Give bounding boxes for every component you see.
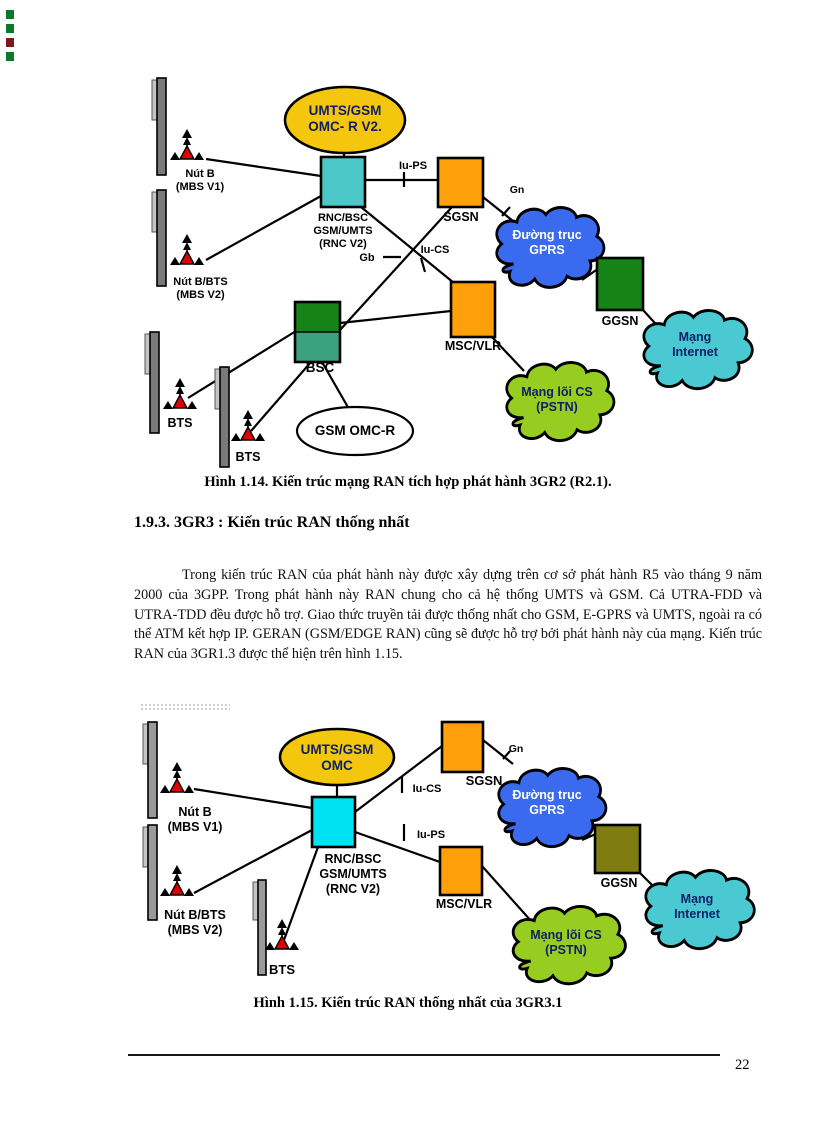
fig1-rnc-label: RNC/BSC GSM/UMTS (RNC V2) [313,212,373,250]
section-heading: 1.9.3. 3GR3 : Kiến trúc RAN thống nhất [134,514,410,531]
fig2-omc-ellipse-label: UMTS/GSM OMC [300,742,374,773]
fig2-iu-cs-label: Iu-CS [412,783,442,795]
antenna-icon [162,377,198,410]
figure-2-caption: Hình 1.15. Kiến trúc RAN thống nhất của … [253,995,563,1011]
fig1-nodeb1-label: Nút B (MBS V1) [175,168,225,193]
msc-box [438,845,484,897]
fig2-gn-label: Gn [508,743,524,755]
fig2-nodeb1-label: Nút B (MBS V1) [167,805,223,834]
fig2-gprs-cloud-label: Đường trục GPRS [512,788,582,817]
figure-1-caption: Hình 1.14. Kiến trúc mạng RAN tích hợp p… [204,474,612,490]
fig1-gprs-cloud-label: Đường trục GPRS [512,228,582,257]
fig1-msc-label: MSC/VLR [444,339,502,353]
fig2-nodeb2-label: Nút B/BTS (MBS V2) [164,908,226,937]
fig2-masts [142,721,267,976]
fig1-bsc-label: BSC [305,360,335,375]
antenna-icon [230,409,266,442]
fig2-rnc-label: RNC/BSC GSM/UMTS (RNC V2) [319,852,387,896]
figure-2-diagram [142,720,756,986]
antenna-icon [159,761,195,794]
figure-1-diagram [144,77,754,468]
body-paragraph: Trong kiến trúc RAN của phát hành này đư… [134,567,762,663]
fig1-bts-a-label: BTS [167,416,193,430]
ggsn-box [593,823,642,875]
ggsn-box [595,256,645,312]
fig1-iu-ps-label: Iu-PS [398,160,428,172]
fig2-iu-ps-label: Iu-PS [416,829,446,841]
page-number: 22 [735,1057,750,1073]
scan-artifact [6,52,14,61]
antenna-icon [169,128,205,161]
omc-ellipse-shape [283,85,407,155]
fig1-bts-b-label: BTS [235,450,261,464]
sgsn-box [436,156,485,209]
fig2-internet-cloud-label: Mạng Internet [674,892,720,921]
rnc-box [310,795,357,849]
gsm-omc-ellipse-shape [295,405,415,457]
msc-box [449,280,497,339]
scan-artifact [6,38,14,47]
antenna-icon [169,233,205,266]
omc-ellipse-shape [278,727,396,787]
fig1-ggsn-label: GGSN [601,314,639,328]
scan-artifact [140,703,230,712]
scan-artifact [6,10,14,19]
fig2-msc-label: MSC/VLR [435,897,493,911]
fig2-sgsn-label: SGSN [465,773,503,788]
fig2-cs-cloud-label: Mạng lõi CS (PSTN) [530,928,602,957]
scan-artifact [6,24,14,33]
bsc-box-bottom [295,332,340,362]
fig2-ggsn-label: GGSN [600,876,638,890]
antenna-icon [159,864,195,897]
fig1-gsm-omc-label: GSM OMC-R [314,423,396,438]
fig2-bts-label: BTS [269,962,295,977]
fig1-iu-cs-label: Iu-CS [420,244,450,256]
antenna-icon [264,918,300,951]
rnc-box [319,155,367,209]
fig1-internet-cloud-label: Mạng Internet [672,330,718,359]
footer-divider [128,1054,720,1056]
fig1-nodeb2-label: Nút B/BTS (MBS V2) [173,276,228,301]
fig2-connection-lines [193,739,664,941]
fig1-masts [144,77,230,468]
sgsn-box [440,720,485,774]
bsc-box-top [295,302,340,333]
fig1-gn-label: Gn [509,184,525,196]
fig1-sgsn-label: SGSN [443,210,479,224]
fig1-gb-label: Gb [359,252,375,264]
fig1-cs-cloud-label: Mạng lõi CS (PSTN) [521,385,593,414]
fig1-omc-ellipse-label: UMTS/GSM OMC- R V2. [308,103,382,134]
